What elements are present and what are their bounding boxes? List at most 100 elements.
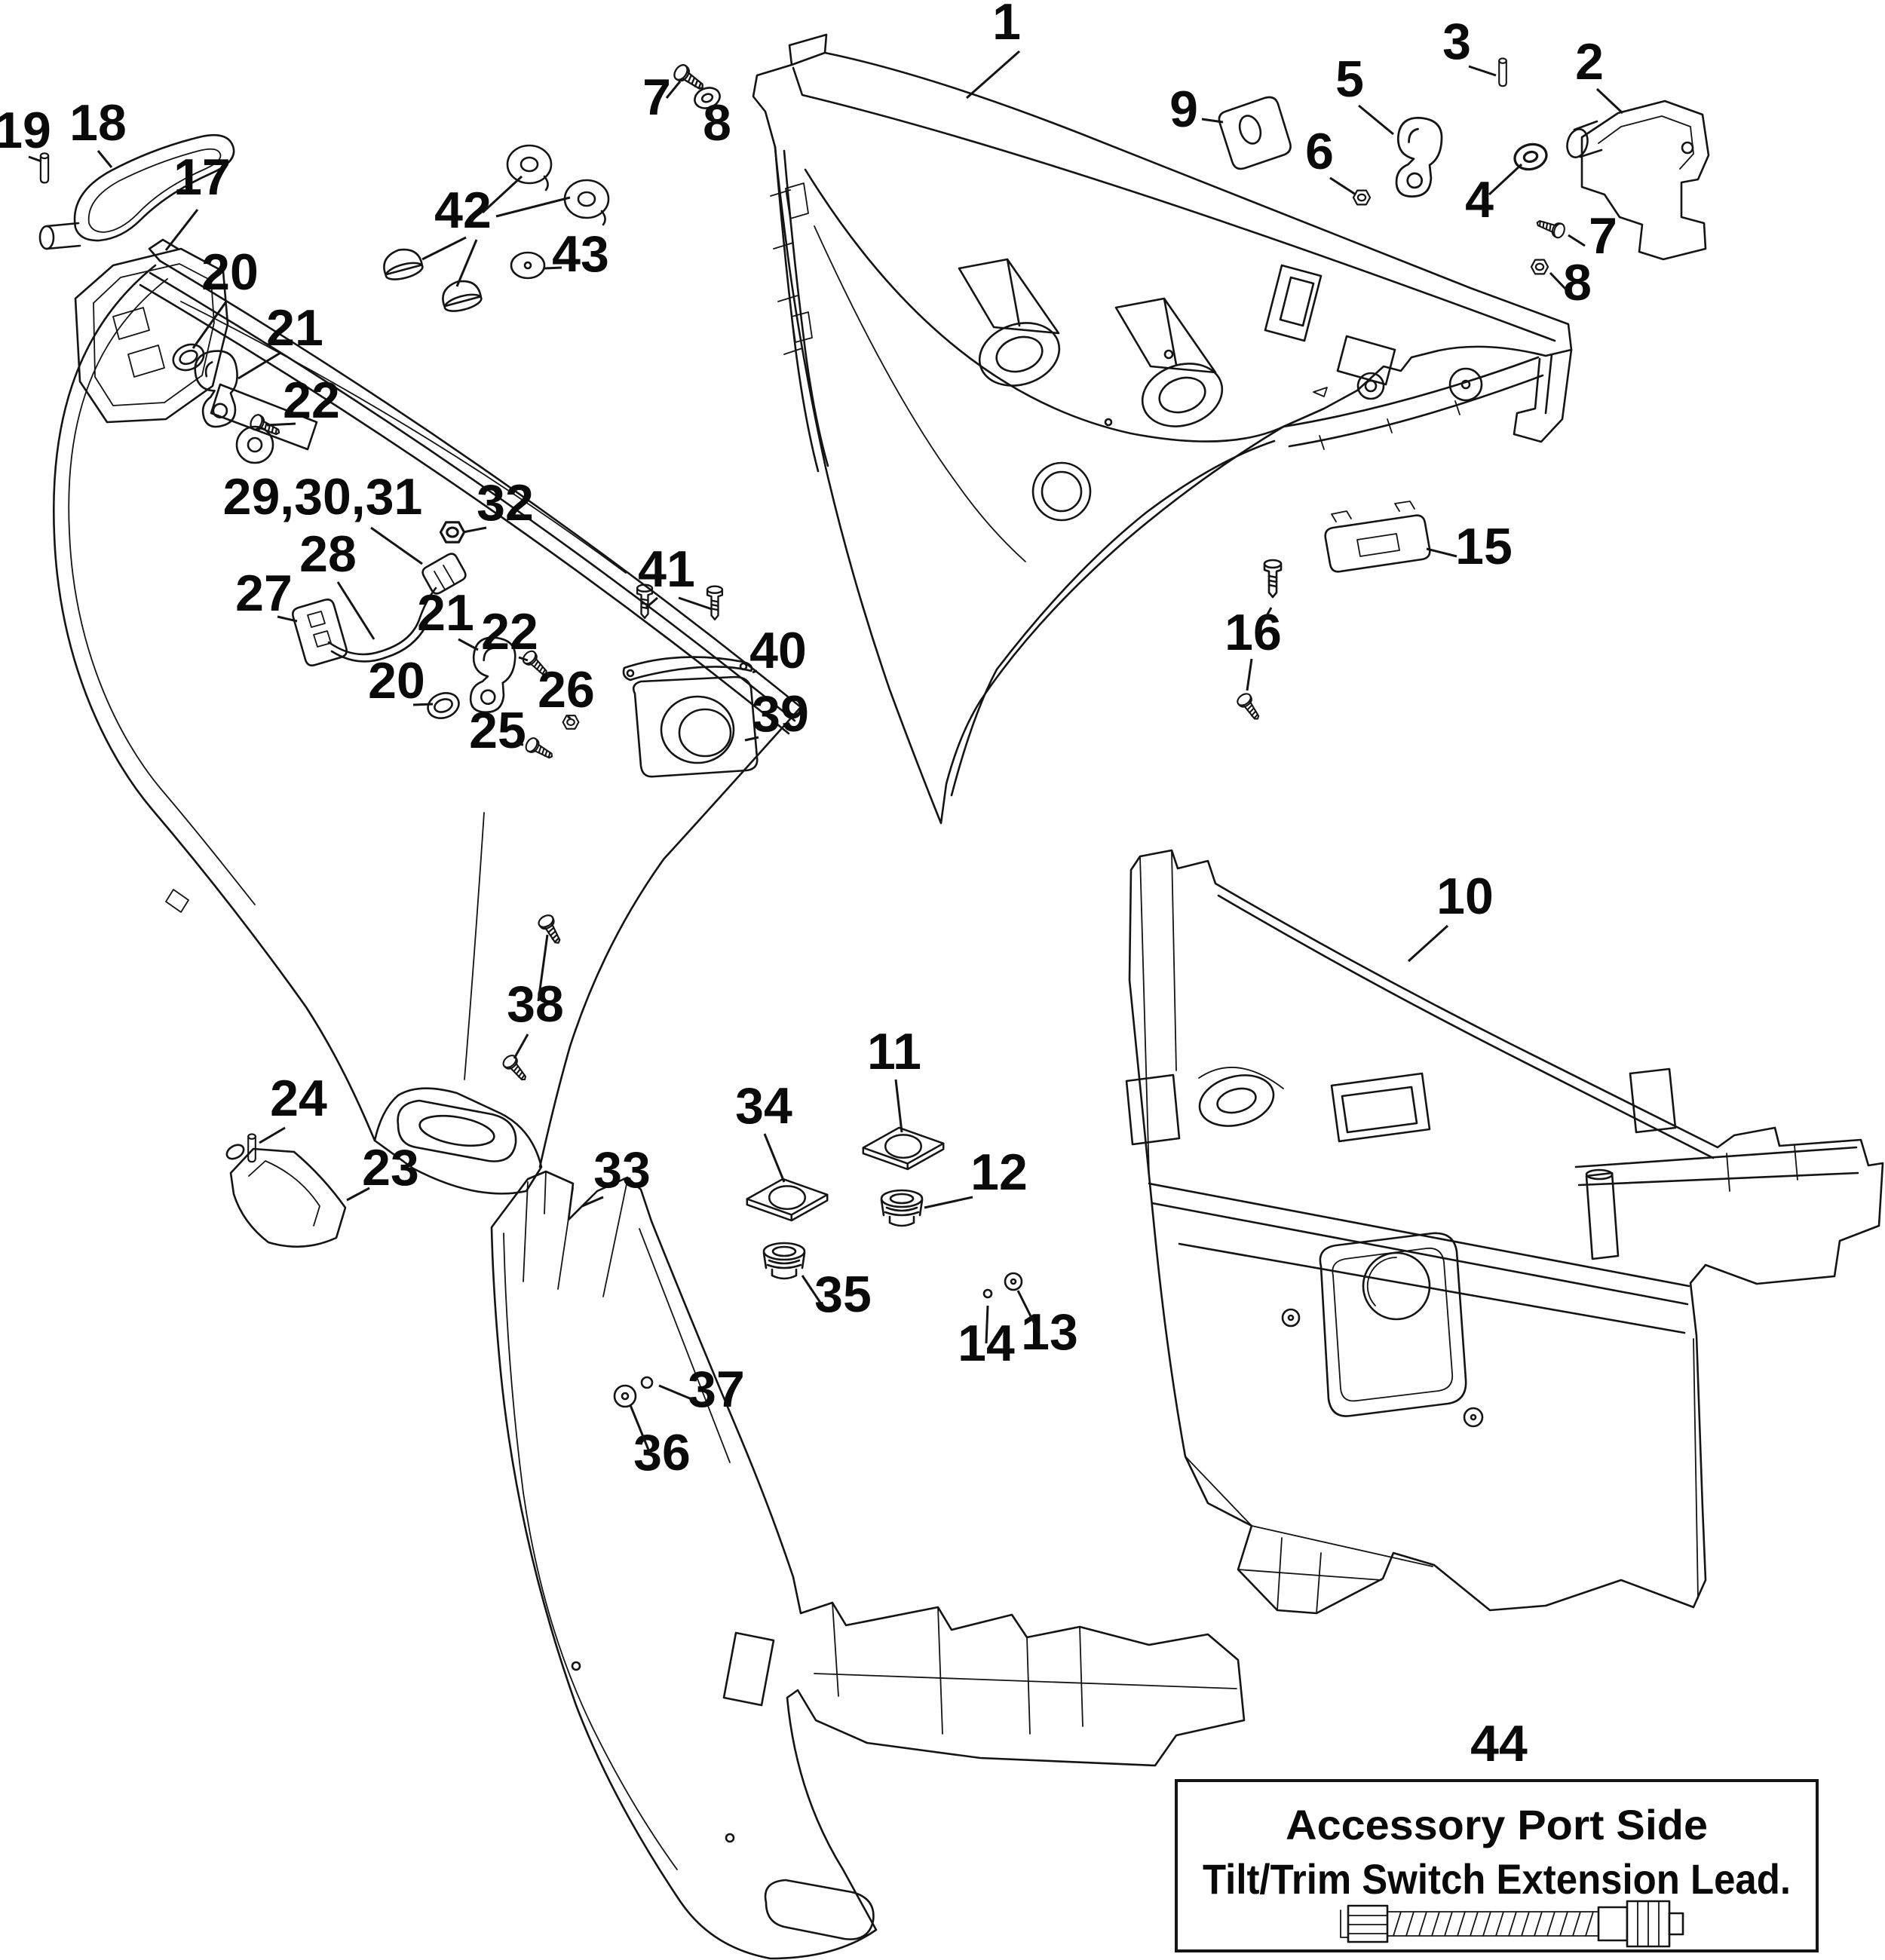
callout-24: 24 — [270, 1070, 327, 1127]
washer-36 — [613, 1384, 637, 1408]
leader-line-31 — [370, 526, 423, 565]
grommet-20-lower — [423, 688, 464, 724]
callout-21-lower: 21 — [417, 584, 474, 642]
screw-37 — [640, 1376, 654, 1389]
part-17-port-lower-cowling — [53, 238, 802, 1195]
nut-8-right — [1530, 259, 1549, 275]
callout-3: 3 — [1442, 13, 1471, 70]
part-10-cowling-support — [1125, 849, 1884, 1615]
leader-line-47 — [455, 239, 478, 287]
callout-9: 9 — [1169, 81, 1198, 138]
callout-5: 5 — [1335, 51, 1364, 108]
leader-line-11 — [1407, 924, 1449, 963]
callout-2: 2 — [1575, 33, 1604, 90]
leader-line-10 — [1549, 271, 1568, 291]
grommet-42-b — [563, 179, 610, 226]
leader-line-30 — [336, 581, 375, 640]
leader-line-36 — [629, 1404, 651, 1454]
grommet-35 — [762, 1242, 806, 1280]
leader-line-50 — [458, 638, 479, 651]
leader-line-45 — [495, 196, 571, 218]
bracket-2 — [1566, 100, 1710, 261]
leader-line-8 — [1201, 118, 1224, 124]
leader-line-16 — [1426, 547, 1457, 558]
bezel-39 — [632, 675, 759, 778]
nut-32 — [439, 521, 466, 544]
note-line-2: Tilt/Trim Switch Extension Lead. — [1203, 1855, 1791, 1903]
plate-9 — [1218, 96, 1292, 170]
pin-14 — [982, 1288, 993, 1299]
handle-18 — [38, 133, 235, 250]
callout-37: 37 — [688, 1361, 745, 1418]
screw-25 — [523, 735, 556, 764]
leader-line-51 — [518, 656, 529, 662]
pin-3 — [1498, 57, 1507, 87]
callout-4: 4 — [1465, 171, 1494, 228]
note-box-44: Accessory Port Side Tilt/Trim Switch Ext… — [1175, 1779, 1819, 1952]
bracket-23 — [225, 1144, 347, 1248]
leader-line-33 — [581, 1196, 604, 1208]
callout-26: 26 — [538, 661, 595, 718]
part-1-inner-cowling — [752, 33, 1573, 825]
leader-line-0 — [966, 50, 1020, 100]
leader-line-28 — [566, 715, 572, 721]
leader-line-49 — [412, 703, 434, 706]
leader-line-27 — [515, 742, 524, 746]
callout-39: 39 — [752, 685, 809, 743]
callout-11: 11 — [867, 1023, 921, 1080]
bolt-16-upper — [1263, 559, 1283, 599]
callout-43: 43 — [552, 225, 609, 283]
leader-line-40 — [744, 736, 759, 742]
latch-keeper-15 — [1324, 501, 1431, 573]
leader-line-24 — [266, 422, 296, 427]
leader-line-1 — [1595, 87, 1624, 115]
callout-12: 12 — [970, 1144, 1028, 1201]
leader-line-37 — [658, 1384, 696, 1402]
callout-33: 33 — [593, 1141, 651, 1199]
callout-6: 6 — [1305, 123, 1334, 180]
leader-line-22 — [192, 301, 228, 349]
leader-line-38 — [537, 934, 549, 1002]
grommet-20-upper — [167, 338, 210, 376]
grommet-12 — [880, 1189, 924, 1227]
leader-line-6 — [665, 81, 682, 99]
callout-42: 42 — [434, 182, 492, 239]
leader-line-34 — [763, 1133, 786, 1183]
washer-43 — [510, 251, 546, 280]
leader-line-39 — [513, 1034, 529, 1059]
leader-line-12 — [894, 1079, 903, 1133]
grommet-42-d — [437, 275, 484, 316]
leader-line-35 — [801, 1275, 822, 1303]
callout-23: 23 — [362, 1139, 419, 1196]
leader-line-5 — [1329, 176, 1356, 196]
callout-20-upper: 20 — [201, 243, 259, 301]
leader-line-3 — [1488, 163, 1523, 196]
leader-line-14 — [1016, 1290, 1041, 1334]
ring-13 — [1004, 1272, 1023, 1291]
part-33-lower-cowling-panel — [490, 1170, 1246, 1960]
leader-line-44 — [481, 175, 523, 214]
leader-line-26 — [259, 1126, 286, 1144]
callout-38: 38 — [507, 975, 564, 1033]
leader-line-41 — [752, 669, 758, 674]
note-line-1: Accessory Port Side — [1286, 1801, 1708, 1848]
callout-13: 13 — [1021, 1303, 1078, 1361]
callout-27: 27 — [235, 565, 293, 622]
leader-line-9 — [1568, 234, 1586, 247]
callout-1: 1 — [992, 0, 1021, 51]
callout-32: 32 — [477, 474, 534, 531]
leader-line-23 — [238, 351, 281, 380]
nut-6 — [1352, 189, 1372, 206]
leader-line-46 — [421, 236, 467, 261]
screw-16-lower — [1234, 691, 1264, 724]
callout-19: 19 — [0, 102, 51, 159]
screw-7-right — [1534, 215, 1568, 240]
callout-34: 34 — [735, 1077, 792, 1135]
leader-line-19 — [164, 209, 199, 251]
callout-18: 18 — [69, 94, 127, 152]
callout-28: 28 — [299, 525, 357, 583]
leader-line-25 — [346, 1187, 370, 1202]
callout-29-30-31: 29,30,31 — [223, 468, 423, 525]
grommet-42-c — [379, 243, 425, 284]
